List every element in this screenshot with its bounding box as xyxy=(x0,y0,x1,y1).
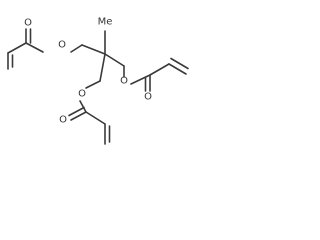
methyl-label: Me xyxy=(98,17,113,28)
bond-left-ester-o-ch2 xyxy=(70,44,83,53)
oxygen-label-bottom-ester: O xyxy=(78,89,86,100)
bond-right-ch-ch2 xyxy=(168,63,187,75)
bond-right-carbonyl-ch xyxy=(149,63,170,76)
oxygen-label-right-ester: O xyxy=(120,76,128,87)
bond-bottom-ester-o-carbonyl xyxy=(79,100,87,113)
bond-left-ch2-center xyxy=(81,44,106,55)
oxygen-label-right-carbonyl: O xyxy=(144,92,152,103)
bond-left-ch-carbonyl xyxy=(7,42,27,54)
bond-right-ch-ch2-double xyxy=(170,57,189,70)
bond-center-right-ch2 xyxy=(104,53,125,67)
structure-canvas: O O Me O O O O xyxy=(7,17,189,145)
bond-bottom-carbonyl-ch xyxy=(85,111,106,125)
oxygen-label-bottom-carbonyl: O xyxy=(59,115,67,126)
bonds xyxy=(7,28,189,145)
bond-bottom-carbonyl-o-double xyxy=(68,106,85,117)
oxygen-label-left-carbonyl: O xyxy=(24,18,32,29)
bond-bottom-ch2-ester-o xyxy=(85,80,101,89)
oxygen-label-left-ester: O xyxy=(58,40,66,51)
bond-right-ester-o-carbonyl xyxy=(130,74,151,85)
bond-bottom-carbonyl-o xyxy=(70,111,87,121)
bond-left-carbonyl-ester-o xyxy=(25,42,44,53)
bond-center-bottom-ch2 xyxy=(99,53,106,82)
atom-labels: O O Me O O O O xyxy=(24,17,152,126)
